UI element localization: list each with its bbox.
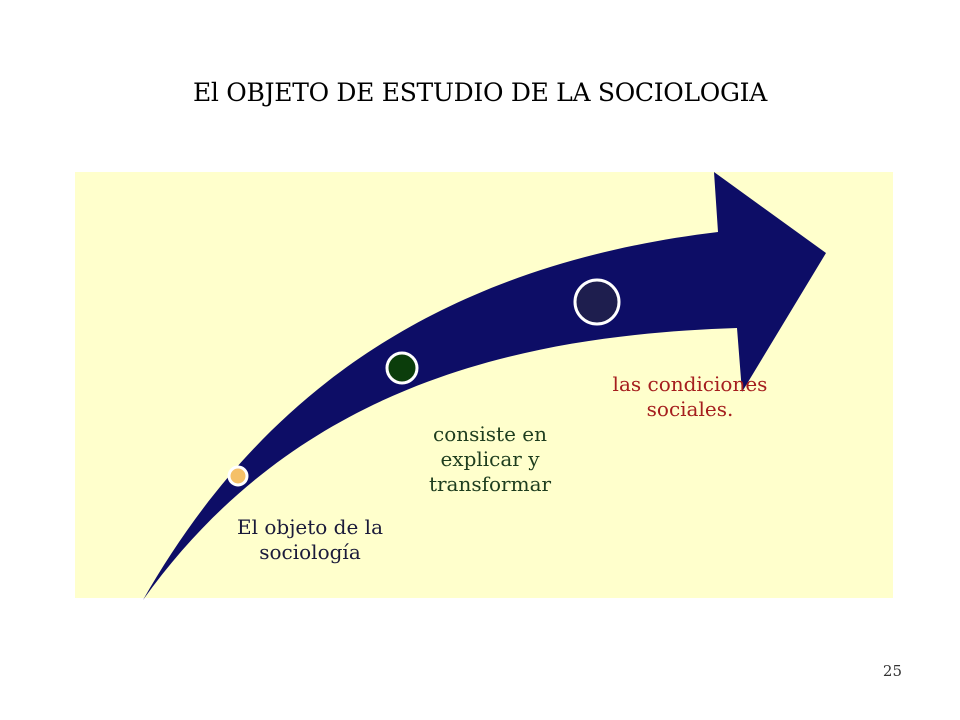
step-1-label: El objeto de la sociología <box>237 515 383 564</box>
step-3-marker-dot <box>573 278 621 326</box>
step-1-marker-dot <box>227 465 249 487</box>
step-3-label: las condiciones sociales. <box>612 372 768 421</box>
page-title: El OBJETO DE ESTUDIO DE LA SOCIOLOGIA <box>192 78 768 107</box>
step-2-label: consiste en explicar y transformar <box>428 422 552 496</box>
step-2-marker-dot <box>385 351 419 385</box>
page-number: 25 <box>882 662 902 680</box>
curved-arrow-shape <box>143 172 826 600</box>
